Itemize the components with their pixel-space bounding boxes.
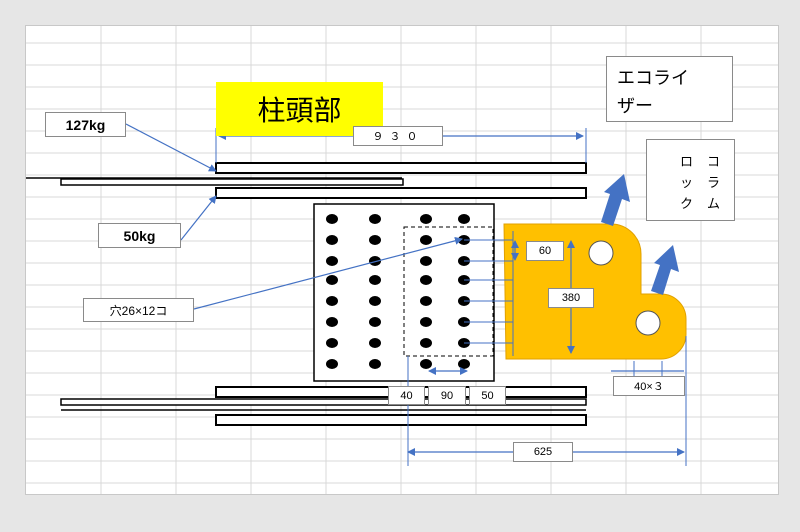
diagram-svg (26, 26, 778, 494)
force-arrows (601, 174, 679, 295)
row-ticks (464, 231, 514, 356)
weight-label-lower: 50kg (98, 223, 181, 248)
leader-lines (125, 123, 463, 310)
block-arrow-upper-icon (601, 174, 630, 226)
column-lock-label: ロ ッ ク コ ラ ム (646, 139, 735, 221)
column-lock-col1: ロ ッ ク (680, 155, 695, 212)
dim-plate-span: 380 (548, 288, 594, 308)
dim-spacing-a: 40 (388, 386, 425, 405)
economizer-line-1: エコライ (617, 68, 689, 89)
plate-hole-lower (635, 310, 661, 336)
dim-spacing-b: 90 (428, 386, 466, 405)
block-arrow-lower-icon (651, 245, 679, 295)
hole-group-outline (403, 226, 494, 357)
plate-hole-upper (588, 240, 614, 266)
economizer-label: エコライ ザー (606, 56, 733, 122)
spreadsheet-canvas: 柱頭部 127kg 50kg 穴26×12コ エコライ ザー ロ ッ ク コ ラ… (25, 25, 779, 495)
lower-beams (60, 386, 587, 426)
upper-beams (26, 162, 587, 199)
dim-top-width: ９３０ (353, 126, 443, 146)
dim-bottom-width: 625 (513, 442, 573, 462)
dim-plate-height: 60 (526, 241, 564, 261)
dim-spacing-c: 50 (469, 386, 506, 405)
column-lock-col2: コ ラ ム (707, 155, 722, 212)
economizer-line-2: ザー (617, 96, 653, 117)
weight-label-upper: 127kg (45, 112, 126, 137)
dim-pitch: 40×３ (613, 376, 685, 396)
holes-label: 穴26×12コ (83, 298, 194, 322)
